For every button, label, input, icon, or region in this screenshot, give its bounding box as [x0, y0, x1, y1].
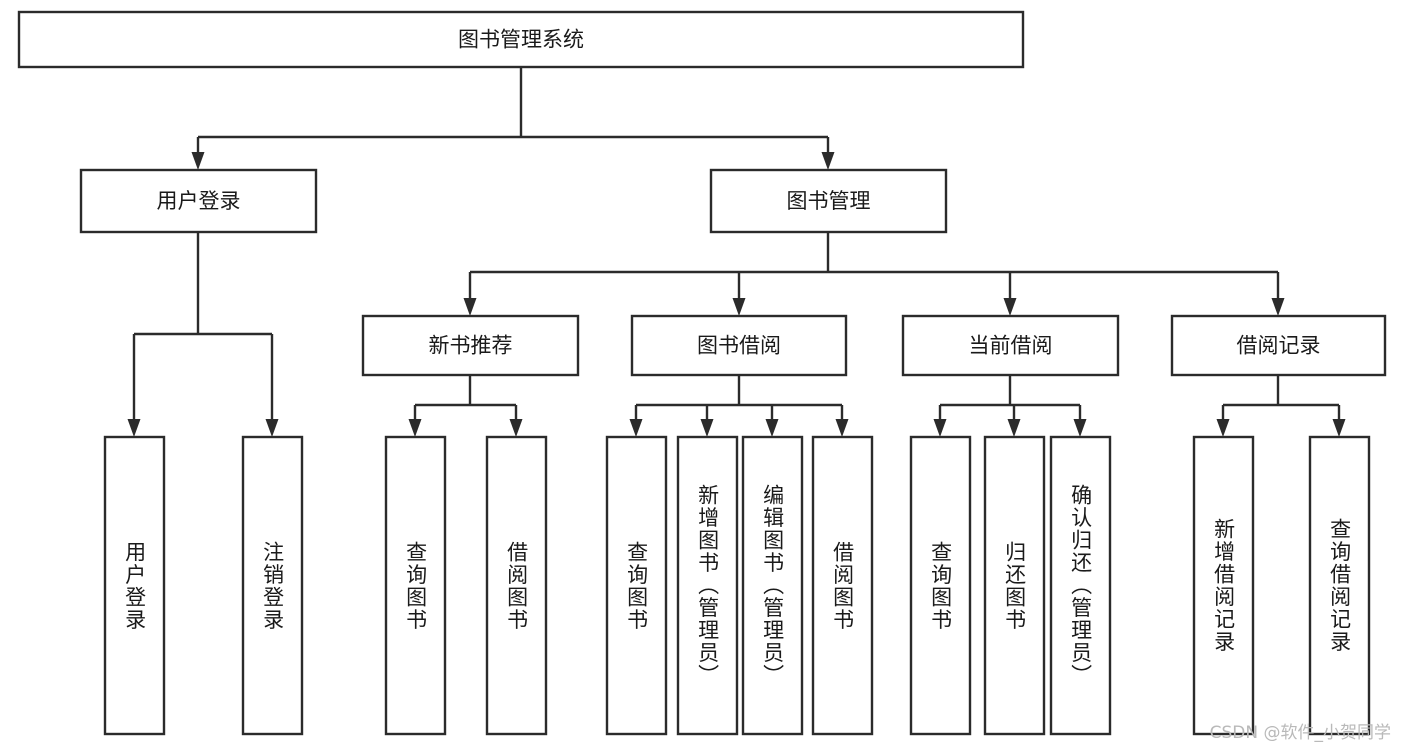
node-user-login-box[interactable]: [79, 168, 318, 234]
node-leaf-br-query-record-box[interactable]: [1308, 435, 1371, 736]
node-user-login-label: 用户登录: [157, 189, 241, 213]
node-root-box[interactable]: [17, 10, 1025, 69]
connector-arrowhead: [1073, 419, 1087, 437]
node-leaf-bb-edit-book-box[interactable]: [741, 435, 804, 736]
connector-arrowhead: [127, 419, 141, 437]
connector-arrowhead: [509, 419, 523, 437]
connector-group-currentborrow-to-leaves: [933, 375, 1087, 437]
connectors-layer: [127, 67, 1346, 437]
node-book-manage-label: 图书管理: [787, 189, 871, 213]
connector-group-bookmanage-to-level3: [463, 232, 1285, 316]
connector-arrowhead: [265, 419, 279, 437]
connector-arrowhead: [732, 298, 746, 316]
connector-arrowhead: [933, 419, 947, 437]
node-borrow-record-label: 借阅记录: [1237, 334, 1321, 358]
node-current-borrow-box[interactable]: [901, 314, 1120, 377]
connector-arrowhead: [629, 419, 643, 437]
connector-group-userlogin-to-leaves: [127, 232, 279, 437]
connector-arrowhead: [765, 419, 779, 437]
node-leaf-cb-return-book-box[interactable]: [983, 435, 1046, 736]
boxes-layer: [17, 10, 1387, 736]
connector-arrowhead: [835, 419, 849, 437]
connector-group-root-to-level2: [191, 67, 835, 170]
node-new-book-rec-label: 新书推荐: [429, 334, 513, 358]
connector-arrowhead: [191, 152, 205, 170]
connector-arrowhead: [463, 298, 477, 316]
connector-arrowhead: [1003, 298, 1017, 316]
node-new-book-rec-box[interactable]: [361, 314, 580, 377]
node-book-manage-box[interactable]: [709, 168, 948, 234]
connector-arrowhead: [700, 419, 714, 437]
node-book-borrow-box[interactable]: [630, 314, 848, 377]
connector-arrowhead: [821, 152, 835, 170]
node-leaf-rec-query-book-box[interactable]: [384, 435, 447, 736]
connector-group-newbookrec-to-leaves: [408, 375, 523, 437]
node-current-borrow-label: 当前借阅: [969, 334, 1053, 358]
connector-arrowhead: [1332, 419, 1346, 437]
node-leaf-user-login-box[interactable]: [103, 435, 166, 736]
node-borrow-record-box[interactable]: [1170, 314, 1387, 377]
connector-arrowhead: [1271, 298, 1285, 316]
connector-arrowhead: [408, 419, 422, 437]
node-leaf-bb-borrow-book-box[interactable]: [811, 435, 874, 736]
connector-arrowhead: [1007, 419, 1021, 437]
node-root-label: 图书管理系统: [458, 28, 584, 52]
node-leaf-bb-query-book-box[interactable]: [605, 435, 668, 736]
node-leaf-bb-add-book-box[interactable]: [676, 435, 739, 736]
node-book-borrow-label: 图书借阅: [697, 334, 781, 358]
node-leaf-br-add-record-box[interactable]: [1192, 435, 1255, 736]
connector-group-bookborrow-to-leaves: [629, 375, 849, 437]
node-leaf-user-logout-box[interactable]: [241, 435, 304, 736]
node-leaf-rec-borrow-book-box[interactable]: [485, 435, 548, 736]
node-leaf-cb-query-book-box[interactable]: [909, 435, 972, 736]
connector-group-borrowrecord-to-leaves: [1216, 375, 1346, 437]
connector-arrowhead: [1216, 419, 1230, 437]
node-leaf-cb-confirm-return-box[interactable]: [1049, 435, 1112, 736]
